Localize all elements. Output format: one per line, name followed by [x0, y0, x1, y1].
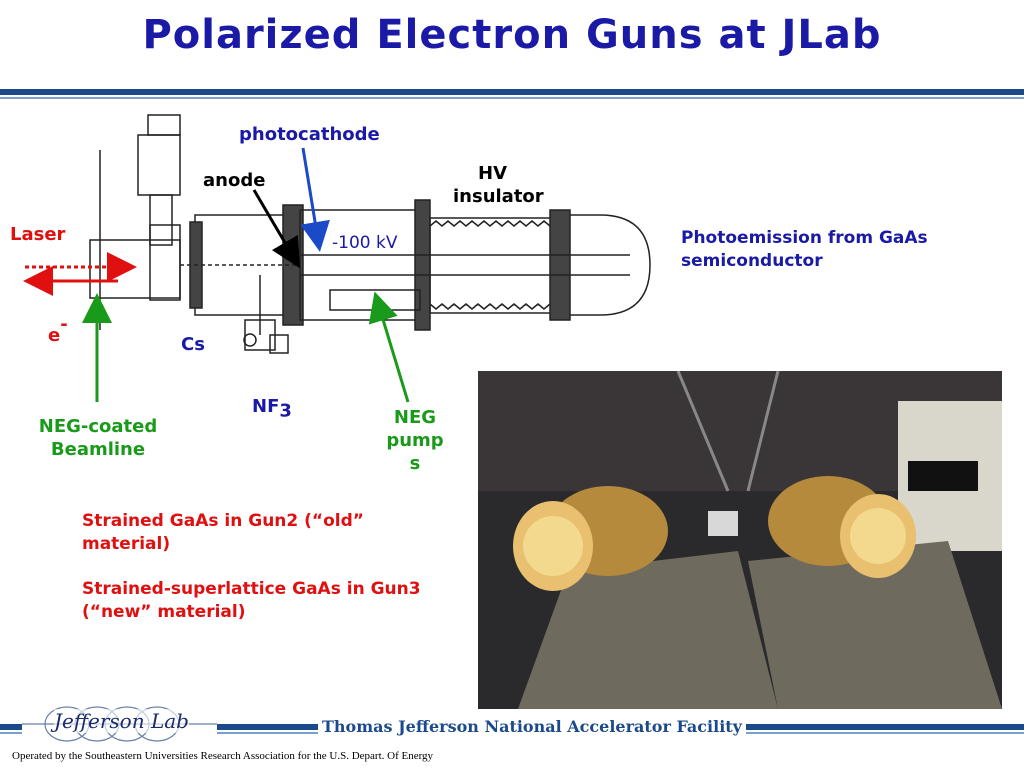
beamline-flange [149, 224, 181, 301]
voltage-label: -100 kV [330, 233, 400, 253]
title-divider [0, 89, 1024, 95]
cs-label: Cs [181, 334, 205, 355]
bellows-bottom [429, 303, 551, 310]
nf3-symbol: NF [252, 396, 280, 417]
end-flange [549, 209, 571, 321]
electron-label: e- [48, 314, 68, 346]
neg-beamline-label: NEG-coated Beamline [28, 415, 168, 461]
neg-pump-arrow [368, 291, 410, 403]
valve-stem [149, 194, 173, 246]
anode-label: anode [203, 170, 266, 191]
hv-label: HV [478, 163, 507, 184]
cs-port [269, 334, 289, 354]
slide-title: Polarized Electron Guns at JLab [142, 12, 882, 58]
photocathode-arrow [300, 147, 330, 252]
photoemission-note: Photoemission from GaAs semiconductor [681, 228, 928, 271]
neg-pumps-line2: pump [386, 430, 444, 451]
laser-label: Laser [10, 224, 66, 245]
insulator-label: insulator [453, 186, 544, 207]
electron-charge: - [60, 314, 68, 335]
nf3-label: NF3 [252, 396, 292, 422]
title-divider-thin [0, 97, 1024, 99]
neg-pumps-line3: s [409, 453, 421, 474]
neg-pumps-line1: NEG [393, 407, 437, 428]
jefferson-lab-logo: Jefferson Lab [22, 703, 217, 745]
electron-symbol: e [48, 325, 61, 346]
gun2-note: Strained GaAs in Gun2 (“old” material) [82, 511, 364, 554]
operated-by-text: Operated by the Southeastern Universitie… [12, 750, 434, 762]
neg-pumps-label: NEG pump s [385, 406, 445, 475]
gun3-note: Strained-superlattice GaAs in Gun3 (“new… [82, 579, 421, 622]
neg-beamline-line1: NEG-coated [38, 416, 158, 437]
photo-illustration [478, 371, 1002, 709]
cs-knob [243, 333, 257, 347]
logo-text: Jefferson Lab [54, 709, 189, 733]
lab-photograph [478, 371, 1002, 709]
end-dome [570, 214, 651, 316]
photocathode-label: photocathode [239, 124, 380, 145]
bellows-top [429, 220, 551, 227]
anode-arrow [252, 189, 301, 269]
nf3-subscript: 3 [279, 400, 292, 422]
facility-name: Thomas Jefferson National Accelerator Fa… [318, 717, 746, 736]
neg-beamline-line2: Beamline [50, 439, 146, 460]
annotation-arrows [22, 147, 410, 403]
